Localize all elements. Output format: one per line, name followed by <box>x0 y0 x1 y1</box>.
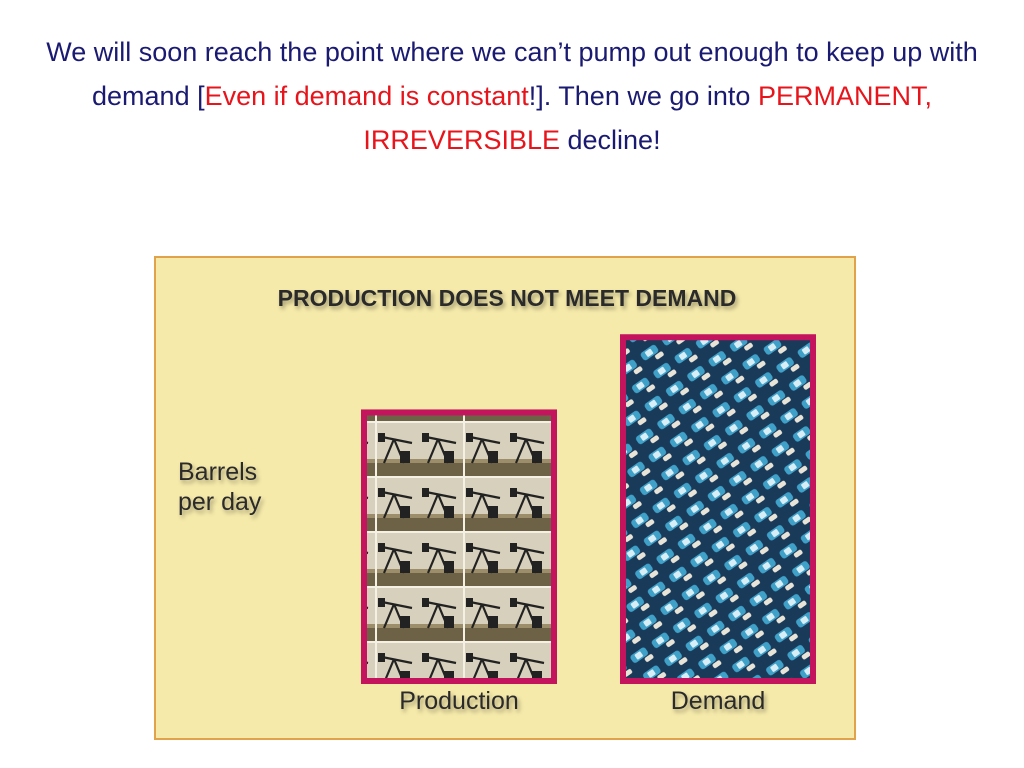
bar-demand <box>620 334 816 684</box>
category-label-demand: Demand <box>671 687 766 715</box>
headline-highlight-constant: Even if demand is constant <box>204 81 529 111</box>
category-label-production: Production <box>399 687 519 715</box>
bar-production <box>361 409 557 685</box>
headline-text-2: !]. Then we go into <box>528 81 758 111</box>
headline: We will soon reach the point where we ca… <box>18 30 1006 162</box>
headline-highlight-permanent: PERMANENT, IRREVERSIBLE <box>363 81 932 155</box>
headline-text-3: decline! <box>560 125 661 155</box>
chart-title: PRODUCTION DOES NOT MEET DEMAND <box>278 285 737 311</box>
headline-text-1: We will soon reach the point where we ca… <box>46 37 978 111</box>
